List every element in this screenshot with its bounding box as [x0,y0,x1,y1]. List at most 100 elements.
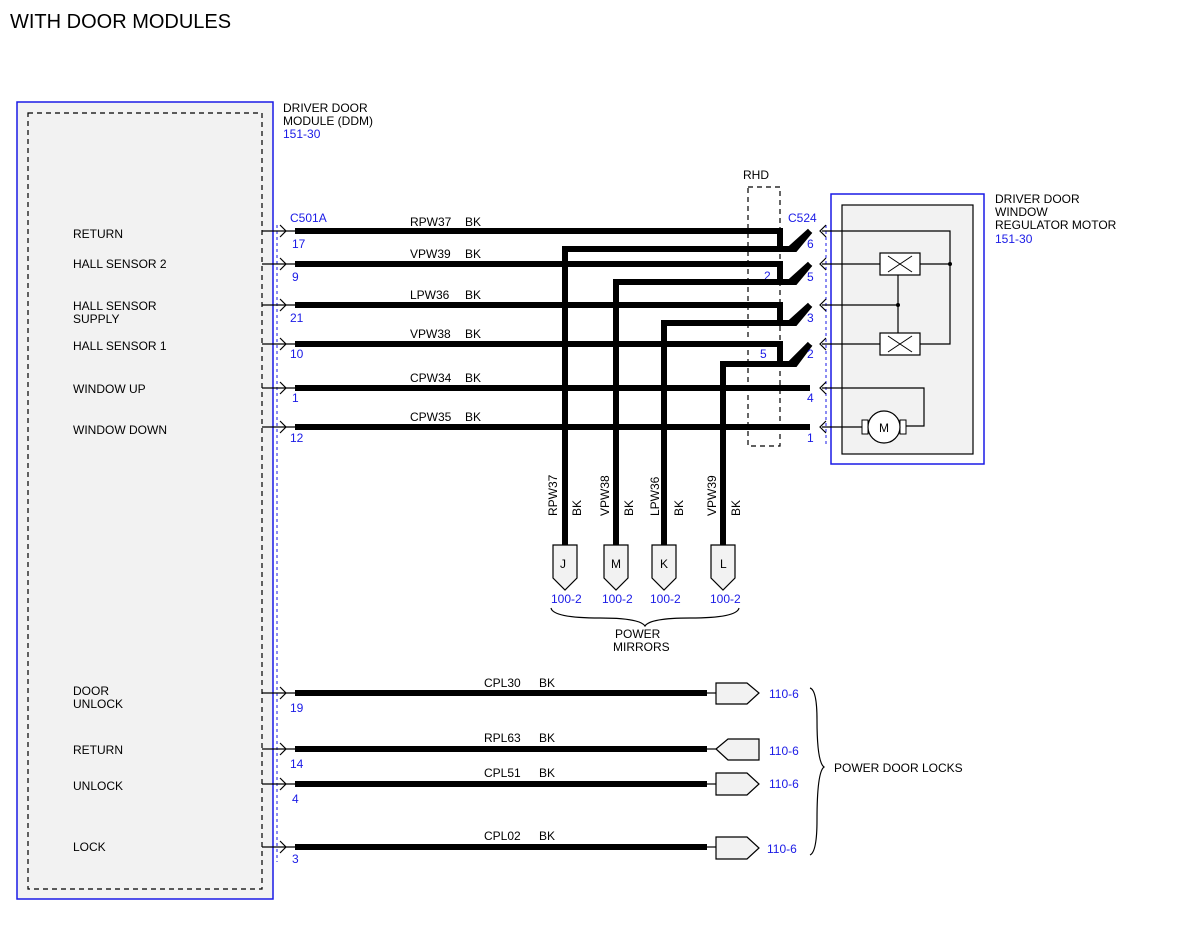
circuit-cpl51-color: BK [539,766,555,780]
mirror-connector-j: J 100-2 [551,533,582,606]
pin-label-return-1: RETURN [73,227,123,241]
pin-21: 21 [290,311,304,325]
motor-name-line1: DRIVER DOOR [995,192,1080,206]
motor-pin-2: 2 [807,347,814,361]
pin-1: 1 [292,391,299,405]
door-lock-connector-4 [715,836,760,860]
pin-19: 19 [290,701,304,715]
circuit-cpl51: CPL51 [484,766,521,780]
branch-vpw39 [720,341,813,545]
pin-12: 12 [290,431,304,445]
pin-4: 4 [292,792,299,806]
mirror-color-rpw37: BK [570,500,584,516]
ddm-pins: RETURN 17 RPW37 BK HALL SENSOR 2 9 VPW39… [73,215,555,866]
mirror-ref-m[interactable]: 100-2 [602,592,633,606]
circuit-rpl63-color: BK [539,731,555,745]
pin-3: 3 [292,852,299,866]
circuit-cpl30: CPL30 [484,676,521,690]
hall-sensor-1-icon [879,332,921,356]
mirrors-brace [550,607,740,628]
mirror-circuit-vpw38: VPW38 [598,475,612,516]
ddm-ref-link[interactable]: 151-30 [283,127,321,141]
rhd-pin-5: 5 [760,347,767,361]
pin-9: 9 [292,270,299,284]
door-locks-brace [809,687,826,856]
pin-label-door-unlock-line1: DOOR [73,684,109,698]
motor-symbol-label: M [879,421,889,435]
motor-pin-5: 5 [807,270,814,284]
mirror-branches: RPW37 BK VPW38 BK LPW36 BK VPW39 BK J 10… [546,474,743,654]
pin-label-window-up: WINDOW UP [73,382,146,396]
ddm-connector-label: C501A [290,211,327,225]
mirrors-group-label-line2: MIRRORS [613,640,670,654]
mirror-circuit-vpw39: VPW39 [705,475,719,516]
circuit-cpw34: CPW34 [410,371,452,385]
door-lock-connector-3 [715,772,760,796]
pin-label-door-unlock-line2: UNLOCK [73,697,123,711]
door-locks-group-label: POWER DOOR LOCKS [834,761,963,775]
door-lock-connectors: 110-6 110-6 110-6 110-6 POWER DOOR LOCKS [707,682,963,860]
motor-internal-wiring [822,230,951,428]
circuit-rpw37-color: BK [465,215,481,229]
pin-label-hall-supply-line2: SUPPLY [73,312,119,326]
page-title: WITH DOOR MODULES [10,11,231,33]
motor-pin-4: 4 [807,391,814,405]
hall-sensor-2-icon [879,252,921,276]
circuit-cpl30-color: BK [539,676,555,690]
pin-label-return-2: RETURN [73,743,123,757]
circuit-rpl63: RPL63 [484,731,521,745]
circuit-vpw39-color: BK [465,247,481,261]
circuit-vpw39: VPW39 [410,247,451,261]
motor-name-line2: WINDOW [995,205,1048,219]
circuit-vpw38-color: BK [465,327,481,341]
motor-module: DRIVER DOOR WINDOW REGULATOR MOTOR 151-3… [788,192,1117,465]
motor-pin-1: 1 [807,431,814,445]
mirror-ref-l[interactable]: 100-2 [710,592,741,606]
door-lock-ref-2[interactable]: 110-6 [769,744,799,758]
branch-vpw38 [613,261,813,545]
circuit-vpw38: VPW38 [410,327,451,341]
mirror-color-vpw39: BK [729,500,743,516]
pin-17: 17 [292,237,306,251]
ddm-name-line1: DRIVER DOOR [283,101,368,115]
motor-pins: 6 5 3 2 4 1 [807,224,827,445]
circuit-cpw34-color: BK [465,371,481,385]
wires [295,228,813,850]
motor-ref-link[interactable]: 151-30 [995,232,1033,246]
motor-icon: M [861,410,907,444]
circuit-cpw35-color: BK [465,410,481,424]
door-lock-ref-4[interactable]: 110-6 [767,842,797,856]
pin-label-hall-sensor-2: HALL SENSOR 2 [73,257,167,271]
door-lock-ref-3[interactable]: 110-6 [769,777,799,791]
pin-label-unlock: UNLOCK [73,779,123,793]
pin-14: 14 [290,757,304,771]
motor-name-line3: REGULATOR MOTOR [995,218,1117,232]
mirror-circuit-lpw36: LPW36 [648,476,662,516]
branch-lpw36 [661,302,813,545]
rhd-label: RHD [743,168,769,182]
mirrors-group-label-line1: POWER [615,627,661,641]
circuit-cpl02-color: BK [539,829,555,843]
branch-rpw37 [562,228,813,545]
rhd-pin-2: 2 [764,269,771,283]
mirror-connector-k: K 100-2 [650,544,681,606]
circuit-lpw36: LPW36 [410,288,450,302]
rhd-box: RHD 2 5 [743,168,781,447]
circuit-cpw35: CPW35 [410,410,452,424]
pin-10: 10 [290,347,304,361]
mirror-ref-j[interactable]: 100-2 [551,592,582,606]
door-lock-connector-1 [715,682,760,705]
circuit-lpw36-color: BK [465,288,481,302]
door-lock-ref-1[interactable]: 110-6 [769,687,799,701]
motor-pin-6: 6 [807,237,814,251]
mirror-color-vpw38: BK [622,500,636,516]
svg-text:M: M [611,557,621,571]
svg-text:K: K [660,557,668,571]
mirror-ref-k[interactable]: 100-2 [650,592,681,606]
circuit-cpl02: CPL02 [484,829,521,843]
svg-text:L: L [720,557,727,571]
mirror-connector-l: L 100-2 [710,544,741,606]
pin-label-window-down: WINDOW DOWN [73,423,167,437]
pin-label-hall-supply-line1: HALL SENSOR [73,299,157,313]
